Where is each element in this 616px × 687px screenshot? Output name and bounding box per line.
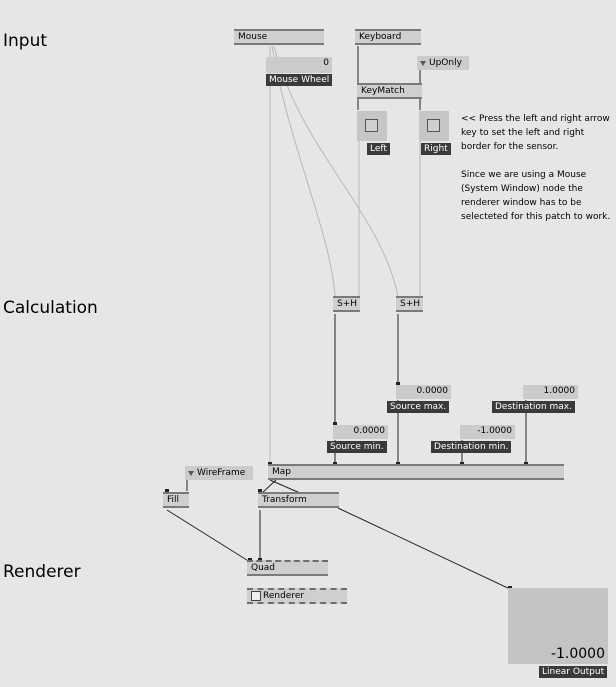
comment-line-7: selecteted for this patch to work. — [461, 212, 611, 222]
destination-min-label: Destination min. — [431, 441, 512, 453]
fill-node[interactable]: Fill — [163, 492, 189, 508]
left-bang[interactable] — [357, 111, 387, 141]
instructions-comment: << Press the left and right arrow key to… — [461, 112, 615, 224]
section-title-calculation: Calculation — [3, 298, 98, 318]
comment-line-6: renderer window has to be — [461, 198, 582, 208]
mouse-wheel-label: Mouse Wheel — [266, 74, 333, 86]
mouse-node[interactable]: Mouse — [234, 29, 324, 45]
mouse-wheel-value[interactable]: 0 — [266, 57, 332, 73]
keyboard-node[interactable]: Keyboard — [355, 29, 421, 45]
source-max-value-text: 0.0000 — [416, 386, 449, 396]
destination-max-value-text: 1.0000 — [543, 386, 576, 396]
linear-output-display[interactable]: -1.0000 — [508, 588, 608, 664]
transform-node[interactable]: Transform — [258, 492, 339, 508]
renderer-toggle-icon[interactable] — [251, 590, 261, 601]
destination-max-value[interactable]: 1.0000 — [523, 385, 578, 399]
sample-hold-node-1[interactable]: S+H — [333, 296, 360, 312]
linear-output-value: -1.0000 — [550, 646, 605, 662]
section-title-renderer: Renderer — [3, 562, 81, 582]
right-bang-box — [427, 119, 440, 132]
keymatch-node[interactable]: KeyMatch — [357, 83, 422, 99]
source-min-value[interactable]: 0.0000 — [333, 425, 388, 439]
source-min-label: Source min. — [327, 441, 387, 453]
wire-fill-quad — [166, 509, 251, 563]
section-title-input: Input — [3, 31, 48, 51]
destination-min-value[interactable]: -1.0000 — [460, 425, 515, 439]
source-max-label: Source max. — [387, 401, 450, 413]
right-label: Right — [421, 143, 451, 155]
sample-hold-node-2[interactable]: S+H — [396, 296, 423, 312]
renderer-node-label: Renderer — [263, 591, 305, 601]
destination-max-label: Destination max. — [492, 401, 575, 413]
map-node[interactable]: Map — [268, 464, 564, 480]
renderer-node[interactable]: Renderer — [247, 588, 347, 604]
comment-line-1: << Press the left and right arrow — [461, 114, 610, 124]
source-min-value-text: 0.0000 — [353, 426, 386, 436]
wireframe-enum[interactable]: WireFrame — [185, 466, 253, 480]
mouse-wheel-value-text: 0 — [323, 58, 329, 68]
destination-min-value-text: -1.0000 — [477, 426, 512, 436]
uponly-enum[interactable]: UpOnly — [417, 56, 469, 70]
source-max-value[interactable]: 0.0000 — [396, 385, 451, 399]
left-bang-box — [365, 119, 378, 132]
left-label: Left — [367, 143, 390, 155]
comment-line-5: (System Window) node the — [461, 184, 583, 194]
quad-node[interactable]: Quad — [247, 560, 328, 576]
comment-line-3: border for the sensor. — [461, 142, 559, 152]
comment-line-4: Since we are using a Mouse — [461, 170, 587, 180]
comment-line-2: key to set the left and right — [461, 128, 585, 138]
wire-transform-output — [337, 507, 511, 590]
linear-output-label: Linear Output — [539, 666, 608, 678]
right-bang[interactable] — [419, 111, 449, 141]
